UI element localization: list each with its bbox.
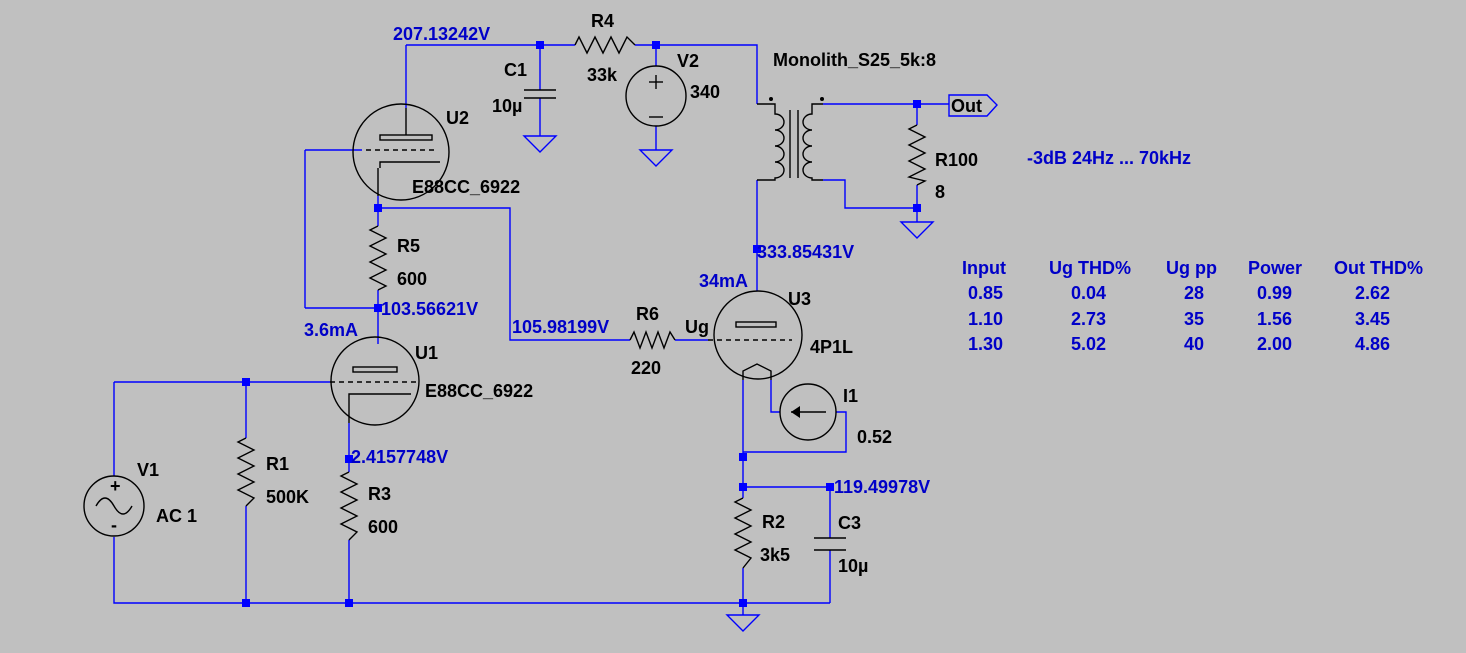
ground-icon bbox=[725, 614, 761, 632]
ground-icon bbox=[522, 135, 558, 153]
net-label-ug: Ug bbox=[685, 317, 709, 337]
table-cell: 40 bbox=[1184, 334, 1204, 354]
r2-value: 3k5 bbox=[760, 545, 790, 565]
r1-value: 500K bbox=[266, 487, 309, 507]
table-cell: 1.10 bbox=[968, 309, 1003, 329]
u3-model: 4P1L bbox=[810, 337, 853, 357]
dot-icon bbox=[769, 97, 773, 101]
current-u3: 34mA bbox=[699, 271, 748, 291]
voltage-source-v1: + - V1 AC 1 bbox=[83, 460, 197, 537]
resistor-r4: R4 33k bbox=[574, 11, 636, 85]
r4-ref: R4 bbox=[591, 11, 614, 31]
ground-icon bbox=[638, 149, 674, 167]
r6-ref: R6 bbox=[636, 304, 659, 324]
out-port: Out bbox=[948, 94, 998, 117]
r2-ref: R2 bbox=[762, 512, 785, 532]
i1-ref: I1 bbox=[843, 386, 858, 406]
v2-value: 340 bbox=[690, 82, 720, 102]
r100-value: 8 bbox=[935, 182, 945, 202]
table-cell: 2.73 bbox=[1071, 309, 1106, 329]
u2-model: E88CC_6922 bbox=[412, 177, 520, 197]
ground-icon bbox=[899, 221, 935, 239]
voltage-source-v2: V2 340 bbox=[625, 51, 720, 127]
capacitor-c3: C3 10µ bbox=[814, 513, 868, 576]
voltage-r6-input: 105.98199V bbox=[512, 317, 609, 337]
r5-ref: R5 bbox=[397, 236, 420, 256]
v1-ref: V1 bbox=[137, 460, 159, 480]
r3-value: 600 bbox=[368, 517, 398, 537]
output-transformer: Monolith_S25_5k:8 bbox=[757, 50, 936, 181]
v1-minus-icon: - bbox=[111, 515, 117, 535]
tube-u1: U1 E88CC_6922 bbox=[330, 336, 533, 426]
r1-ref: R1 bbox=[266, 454, 289, 474]
u1-ref: U1 bbox=[415, 343, 438, 363]
capacitor-c1: C1 10µ bbox=[492, 60, 556, 116]
tube-u2: U2 E88CC_6922 bbox=[352, 103, 520, 201]
resistor-r5: R5 600 bbox=[368, 225, 427, 291]
r100-ref: R100 bbox=[935, 150, 978, 170]
dot-icon bbox=[820, 97, 824, 101]
v1-plus-icon: + bbox=[110, 476, 121, 496]
v2-ref: V2 bbox=[677, 51, 699, 71]
transformer-model: Monolith_S25_5k:8 bbox=[773, 50, 936, 70]
results-table: Input Ug THD% Ug pp Power Out THD% 0.85 … bbox=[962, 258, 1423, 354]
junctions bbox=[242, 41, 921, 607]
table-cell: 0.04 bbox=[1071, 283, 1106, 303]
table-cell: 2.62 bbox=[1355, 283, 1390, 303]
c3-value: 10µ bbox=[838, 556, 868, 576]
table-cell: 2.00 bbox=[1257, 334, 1292, 354]
u1-model: E88CC_6922 bbox=[425, 381, 533, 401]
voltage-u1-cathode: 2.4157748V bbox=[351, 447, 448, 467]
table-cell: 4.86 bbox=[1355, 334, 1390, 354]
table-cell: 1.56 bbox=[1257, 309, 1292, 329]
resistor-r2: R2 3k5 bbox=[733, 497, 790, 569]
out-label: Out bbox=[951, 96, 982, 116]
i1-value: 0.52 bbox=[857, 427, 892, 447]
table-cell: 3.45 bbox=[1355, 309, 1390, 329]
resistor-r1: R1 500K bbox=[236, 437, 309, 507]
annotations: 207.13242V 333.85431V 103.56621V 105.981… bbox=[304, 24, 1191, 497]
table-header: Out THD% bbox=[1334, 258, 1423, 278]
current-u1: 3.6mA bbox=[304, 320, 358, 340]
resistor-r6: R6 220 bbox=[629, 304, 676, 378]
voltage-r5-mid: 103.56621V bbox=[381, 299, 478, 319]
c1-value: 10µ bbox=[492, 96, 522, 116]
table-cell: 0.99 bbox=[1257, 283, 1292, 303]
table-cell: 1.30 bbox=[968, 334, 1003, 354]
voltage-u3-cathode: 119.49978V bbox=[834, 477, 930, 497]
r6-value: 220 bbox=[631, 358, 661, 378]
table-cell: 0.85 bbox=[968, 283, 1003, 303]
u2-ref: U2 bbox=[446, 108, 469, 128]
r5-value: 600 bbox=[397, 269, 427, 289]
resistor-r3: R3 600 bbox=[339, 471, 398, 541]
resistor-r100: R100 8 bbox=[906, 124, 978, 202]
table-header: Ug pp bbox=[1166, 258, 1217, 278]
table-header: Input bbox=[962, 258, 1006, 278]
c3-ref: C3 bbox=[838, 513, 861, 533]
table-header: Ug THD% bbox=[1049, 258, 1131, 278]
r4-value: 33k bbox=[587, 65, 618, 85]
ground-symbols bbox=[522, 135, 935, 632]
table-cell: 5.02 bbox=[1071, 334, 1106, 354]
table-cell: 35 bbox=[1184, 309, 1204, 329]
u3-ref: U3 bbox=[788, 289, 811, 309]
voltage-u3-plate: 333.85431V bbox=[757, 242, 854, 262]
r3-ref: R3 bbox=[368, 484, 391, 504]
c1-ref: C1 bbox=[504, 60, 527, 80]
table-header: Power bbox=[1248, 258, 1302, 278]
bandwidth-note: -3dB 24Hz ... 70kHz bbox=[1027, 148, 1191, 168]
voltage-top: 207.13242V bbox=[393, 24, 490, 44]
current-source-i1: I1 0.52 bbox=[779, 383, 892, 447]
v1-value: AC 1 bbox=[156, 506, 197, 526]
table-cell: 28 bbox=[1184, 283, 1204, 303]
tube-u3: U3 4P1L bbox=[708, 289, 853, 380]
